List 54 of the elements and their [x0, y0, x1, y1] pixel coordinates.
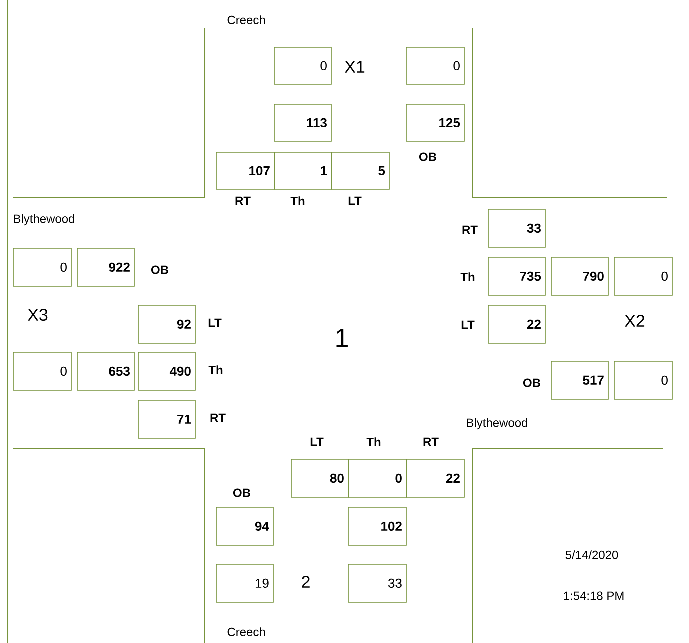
movement-label: RT	[236, 196, 251, 206]
timestamp: 1:54:18 PM	[564, 592, 624, 600]
count-box: 94	[216, 507, 274, 546]
movement-label: OB	[152, 266, 168, 274]
count-box: 0	[614, 361, 673, 400]
count-box: 0	[348, 459, 407, 498]
street-name: Blythewood	[467, 418, 528, 430]
count-box: 0	[614, 257, 673, 296]
count-box: 0	[13, 352, 72, 391]
timestamp: Creech	[228, 628, 266, 636]
movement-label: LT	[208, 318, 222, 328]
movement-label: Th	[366, 438, 381, 446]
movement-label: Th	[460, 272, 475, 282]
count-box: 113	[274, 104, 332, 142]
intersection-number: 1	[336, 329, 348, 347]
movement-label: OB	[523, 378, 540, 388]
count-box: 0	[274, 47, 332, 85]
station-label: 2	[302, 576, 310, 588]
count-box: 125	[406, 104, 465, 142]
count-box: 33	[348, 564, 407, 603]
count-box: 33	[488, 209, 546, 248]
movement-label: OB	[419, 152, 436, 162]
street-name: Creech	[228, 16, 266, 24]
movement-label: RT	[462, 226, 478, 234]
street-name: Blythewood	[14, 214, 74, 226]
count-box: 517	[551, 361, 609, 400]
movement-label: LT	[310, 438, 324, 446]
movement-label: LT	[348, 196, 362, 206]
count-box: 22	[488, 305, 546, 344]
movement-label: LT	[462, 320, 475, 330]
movement-label: RT	[424, 438, 439, 446]
count-box: 735	[488, 257, 546, 296]
count-box: 19	[216, 564, 274, 603]
count-box: 71	[138, 400, 196, 439]
count-box: 92	[138, 305, 196, 344]
count-box: 102	[348, 507, 407, 546]
station-label: X3	[28, 308, 48, 322]
count-box: 0	[13, 248, 72, 287]
station-label: X2	[624, 315, 645, 327]
count-box: 922	[77, 248, 135, 287]
count-box: 22	[406, 459, 465, 498]
count-box: 490	[138, 352, 196, 391]
count-box: 790	[551, 257, 609, 296]
count-box: 5	[331, 152, 390, 190]
count-box: 0	[406, 47, 465, 85]
movement-label: Th	[208, 366, 223, 374]
timestamp: 5/14/2020	[566, 550, 618, 560]
count-box: 1	[274, 152, 332, 190]
station-label: X1	[344, 61, 365, 73]
count-box: 107	[216, 152, 275, 190]
movement-label: Th	[290, 196, 305, 206]
count-box: 80	[291, 459, 349, 498]
movement-label: RT	[210, 414, 226, 422]
count-box: 653	[77, 352, 135, 391]
